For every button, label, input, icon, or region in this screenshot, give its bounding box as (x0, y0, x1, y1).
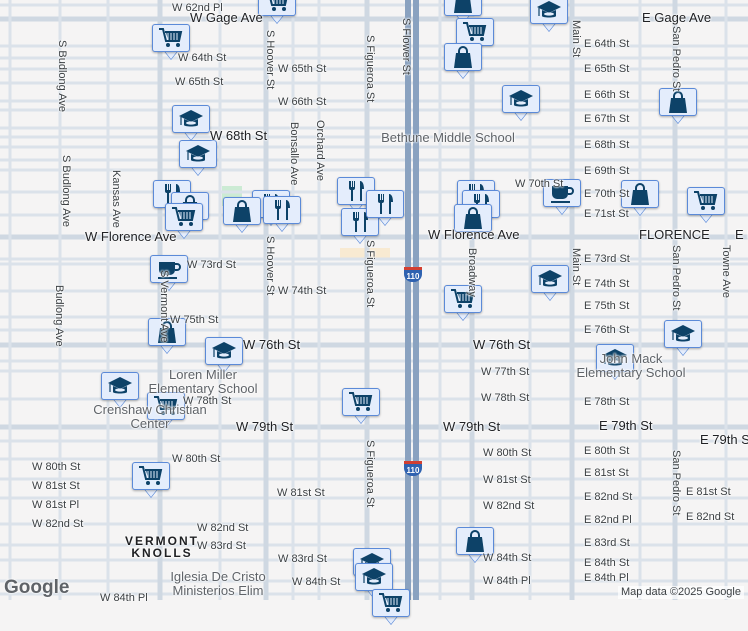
shopping-bag-icon (154, 321, 180, 343)
marker-pointer (216, 362, 232, 372)
shopping-cart-marker[interactable] (152, 24, 190, 66)
school-marker[interactable] (101, 372, 139, 414)
shopping-cart-marker[interactable] (342, 388, 380, 430)
google-logo: Google (4, 577, 70, 598)
marker-pointer (698, 212, 714, 222)
shopping-cart-marker[interactable] (165, 203, 203, 245)
shopping-bag-icon (450, 0, 476, 13)
restaurant-icon (269, 199, 295, 221)
marker-pointer (352, 233, 368, 243)
shopping-bag-marker[interactable] (223, 197, 261, 239)
shopping-cart-icon (171, 206, 197, 228)
school-icon (536, 0, 562, 21)
shopping-bag-icon (627, 183, 653, 205)
shopping-cart-marker[interactable] (258, 0, 296, 30)
marker-pointer (542, 290, 558, 300)
shopping-cart-icon (264, 0, 290, 13)
marker-pointer (465, 229, 481, 239)
school-marker[interactable] (205, 337, 243, 379)
school-icon (537, 268, 563, 290)
shopping-bag-icon (462, 530, 488, 552)
shopping-cart-marker[interactable] (147, 392, 185, 434)
shopping-bag-marker[interactable] (456, 527, 494, 569)
shopping-cart-marker[interactable] (372, 589, 410, 631)
shopping-cart-icon (138, 465, 164, 487)
marker-pointer (183, 130, 199, 140)
restaurant-icon (372, 193, 398, 215)
marker-pointer (455, 310, 471, 320)
coffee-icon (549, 182, 575, 204)
school-icon (361, 566, 387, 588)
school-icon (211, 340, 237, 362)
shopping-cart-icon (153, 395, 179, 417)
shopping-bag-icon (460, 207, 486, 229)
school-marker[interactable] (172, 105, 210, 147)
shopping-bag-marker[interactable] (659, 88, 697, 130)
marker-pointer (348, 202, 364, 212)
school-marker[interactable] (531, 265, 569, 307)
marker-pointer (274, 221, 290, 231)
school-marker[interactable] (596, 344, 634, 386)
shopping-bag-marker[interactable] (621, 180, 659, 222)
shopping-bag-marker[interactable] (444, 43, 482, 85)
marker-pointer (377, 215, 393, 225)
school-icon (602, 347, 628, 369)
shopping-bag-marker[interactable] (454, 204, 492, 246)
school-icon (107, 375, 133, 397)
map-markers (101, 0, 725, 624)
marker-pointer (176, 228, 192, 238)
school-marker[interactable] (179, 140, 217, 182)
marker-pointer (112, 397, 128, 407)
shopping-cart-icon (348, 391, 374, 413)
map-attribution[interactable]: Map data ©2025 Google (617, 586, 744, 599)
shopping-bag-icon (450, 46, 476, 68)
shopping-cart-marker[interactable] (444, 285, 482, 327)
school-marker[interactable] (664, 320, 702, 362)
shopping-cart-marker[interactable] (132, 462, 170, 504)
marker-pointer (161, 280, 177, 290)
shopping-cart-marker[interactable] (687, 187, 725, 229)
marker-pointer (269, 13, 285, 23)
marker-pointer (190, 165, 206, 175)
shopping-bag-icon (665, 91, 691, 113)
marker-pointer (632, 205, 648, 215)
coffee-marker[interactable] (543, 179, 581, 221)
marker-pointer (353, 413, 369, 423)
marker-pointer (143, 487, 159, 497)
marker-pointer (158, 417, 174, 427)
shopping-cart-icon (158, 27, 184, 49)
shopping-cart-icon (693, 190, 719, 212)
marker-pointer (163, 49, 179, 59)
school-icon (670, 323, 696, 345)
shopping-cart-icon (450, 288, 476, 310)
shopping-cart-icon (462, 21, 488, 43)
school-icon (185, 143, 211, 165)
coffee-icon (156, 258, 182, 280)
marker-pointer (607, 369, 623, 379)
shopping-bag-marker[interactable] (148, 318, 186, 360)
marker-pointer (234, 222, 250, 232)
marker-pointer (159, 343, 175, 353)
coffee-marker[interactable] (150, 255, 188, 297)
marker-pointer (670, 113, 686, 123)
shopping-bag-icon (229, 200, 255, 222)
restaurant-marker[interactable] (366, 190, 404, 232)
school-icon (508, 88, 534, 110)
marker-pointer (455, 68, 471, 78)
school-marker[interactable] (530, 0, 568, 38)
marker-pointer (554, 204, 570, 214)
shopping-cart-icon (378, 592, 404, 614)
restaurant-marker[interactable] (263, 196, 301, 238)
marker-pointer (541, 21, 557, 31)
school-icon (178, 108, 204, 130)
marker-pointer (467, 552, 483, 562)
marker-pointer (675, 345, 691, 355)
school-marker[interactable] (502, 85, 540, 127)
marker-pointer (513, 110, 529, 120)
